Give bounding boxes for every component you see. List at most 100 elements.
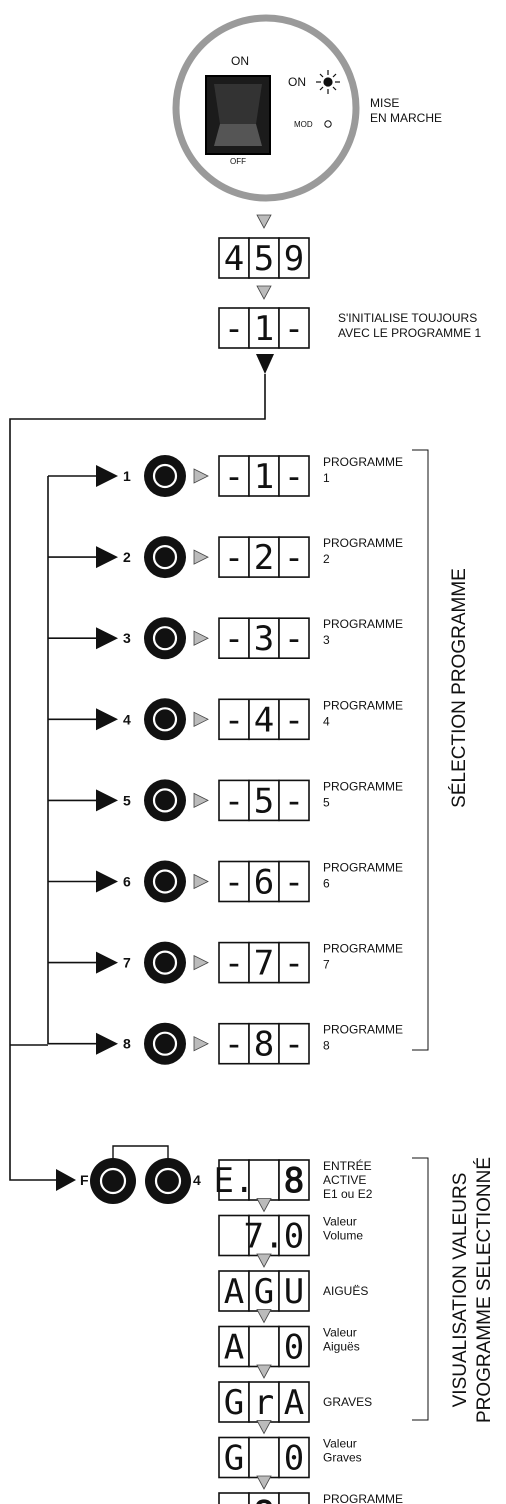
display-digit: 4: [254, 700, 274, 740]
display-cell: [248, 779, 280, 822]
display-cell: [218, 307, 250, 349]
display-digit: -: [224, 700, 244, 740]
flow-arrow-icon: [256, 1364, 272, 1379]
display-cell: [248, 455, 280, 497]
program-number: 7: [323, 958, 330, 972]
program-button[interactable]: [144, 536, 186, 579]
display-cell: [278, 307, 310, 349]
display-cell: [248, 536, 280, 578]
program-number: 5: [323, 795, 330, 809]
program-display: -8-: [218, 1022, 310, 1065]
program-display: -5-: [218, 779, 310, 822]
display-digit: 9: [284, 239, 304, 279]
program-button[interactable]: [144, 779, 186, 822]
display-cell: [278, 779, 310, 822]
program-button-number: 5: [123, 792, 131, 808]
led-mod-icon: [324, 120, 332, 128]
program-rows: 1-1-PROGRAMME12-2-PROGRAMME23-3-PROGRAMM…: [48, 455, 403, 1065]
display-digit: -: [284, 1025, 304, 1065]
value-label: AIGUËS: [323, 1284, 368, 1298]
flow-arrow-icon: [193, 630, 209, 646]
display-digit: 4: [224, 239, 244, 279]
display-cell: [278, 237, 310, 279]
value-label: Aiguës: [323, 1340, 360, 1354]
display-digit: -: [224, 944, 244, 984]
program-button[interactable]: [144, 941, 186, 984]
power-label-line2: EN MARCHE: [370, 111, 442, 125]
display-digit: G: [224, 1439, 244, 1479]
value-display: -8-: [218, 1492, 310, 1504]
power-switch[interactable]: [205, 75, 271, 155]
display-cell: [248, 1214, 280, 1257]
program-label: PROGRAMME: [323, 536, 403, 550]
display-cell: [218, 1436, 250, 1479]
value-label: Valeur: [323, 1326, 357, 1340]
display-cell: [218, 860, 250, 903]
visual-title-line1: VISUALISATION VALEURS: [450, 1173, 471, 1408]
display-digit: -: [284, 457, 304, 497]
display-digit: -: [224, 1025, 244, 1065]
display-digit: -: [284, 944, 304, 984]
f-button[interactable]: [90, 1158, 136, 1204]
display-digit: -: [284, 700, 304, 740]
flow-arrow-right-icon: [96, 870, 118, 893]
program-display: -6-: [218, 860, 310, 903]
program-button-number: 2: [123, 549, 131, 565]
program-button-number: 4: [123, 711, 131, 727]
flow-arrow-icon: [193, 1036, 209, 1052]
program-display: -7-: [218, 941, 310, 984]
program-button[interactable]: [144, 455, 186, 497]
flow-arrow-right-icon: [96, 627, 118, 650]
display-cell: [278, 617, 310, 660]
program-button[interactable]: [144, 1022, 186, 1065]
program-number: 4: [323, 714, 330, 728]
display-digit: E.: [214, 1161, 255, 1201]
display-prog1: -1-: [218, 307, 310, 349]
program-number: 1: [323, 471, 330, 485]
value-label: ENTRÉE: [323, 1158, 372, 1173]
display-cell: [278, 1270, 310, 1312]
program-button-number: 8: [123, 1036, 131, 1052]
flow-arrow-right-icon: [56, 1169, 76, 1191]
display-cell: [218, 698, 250, 741]
program-number: 8: [323, 1039, 330, 1053]
key-4-button[interactable]: [145, 1158, 191, 1204]
display-cell: [218, 1492, 250, 1504]
program-number: 2: [323, 552, 330, 566]
switch-off-label: OFF: [230, 157, 246, 166]
startup-note-line2: AVEC LE PROGRAMME 1: [338, 326, 481, 340]
program-button[interactable]: [144, 698, 186, 741]
display-cell: [278, 1436, 310, 1479]
display-digit: -: [224, 457, 244, 497]
flow-arrow-right-icon: [96, 1032, 118, 1055]
display-digit: 1: [254, 457, 274, 497]
display-cell: [278, 1381, 310, 1423]
display-cell: [248, 237, 280, 279]
switch-on-label: ON: [231, 54, 249, 68]
program-button[interactable]: [144, 860, 186, 903]
led-on-label: ON: [288, 75, 306, 89]
flow-arrow-icon: [256, 1309, 272, 1324]
display-digit: -: [224, 781, 244, 821]
display-cell: [278, 1214, 310, 1257]
display-cell: [278, 698, 310, 741]
flow-arrow-icon: [193, 711, 209, 727]
program-button[interactable]: [144, 617, 186, 660]
program-label: PROGRAMME: [323, 698, 403, 712]
flow-arrow-icon: [256, 1253, 272, 1268]
